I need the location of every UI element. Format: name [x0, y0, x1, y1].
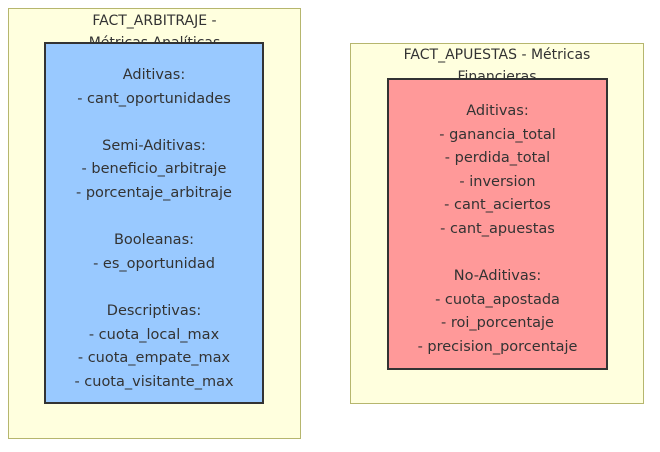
node-apuestas-metrics: Aditivas: - ganancia_total - perdida_tot…	[387, 78, 608, 370]
group-heading: Descriptivas:	[106, 302, 202, 319]
metric-item: - precision_porcentaje	[417, 338, 578, 355]
metric-item: - cuota_local_max	[88, 326, 220, 343]
metric-item: - cant_apuestas	[440, 220, 555, 237]
metric-item: - porcentaje_arbitraje	[76, 184, 232, 201]
node-arbitraje-metrics: Aditivas: - cant_oportunidades Semi-Adit…	[44, 42, 264, 404]
group-heading: No-Aditivas:	[453, 268, 542, 285]
metric-item: - beneficio_arbitraje	[81, 161, 227, 178]
group-heading: Semi-Aditivas:	[102, 137, 206, 154]
group-heading: Booleanas:	[113, 232, 195, 249]
metric-item: - cant_aciertos	[444, 197, 551, 214]
group-heading: Aditivas:	[466, 103, 529, 119]
metric-item: - cuota_visitante_max	[74, 373, 234, 390]
metric-item: - perdida_total	[444, 150, 551, 167]
metric-item: - cuota_empate_max	[77, 350, 231, 367]
metric-item: - cuota_apostada	[435, 291, 560, 308]
metric-item: - es_oportunidad	[93, 255, 215, 272]
metric-item: - inversion	[459, 173, 536, 190]
metric-item: - cant_oportunidades	[77, 90, 231, 107]
metric-item: - roi_porcentaje	[441, 315, 554, 332]
group-heading: Aditivas:	[122, 67, 186, 83]
metric-item: - ganancia_total	[439, 126, 556, 143]
